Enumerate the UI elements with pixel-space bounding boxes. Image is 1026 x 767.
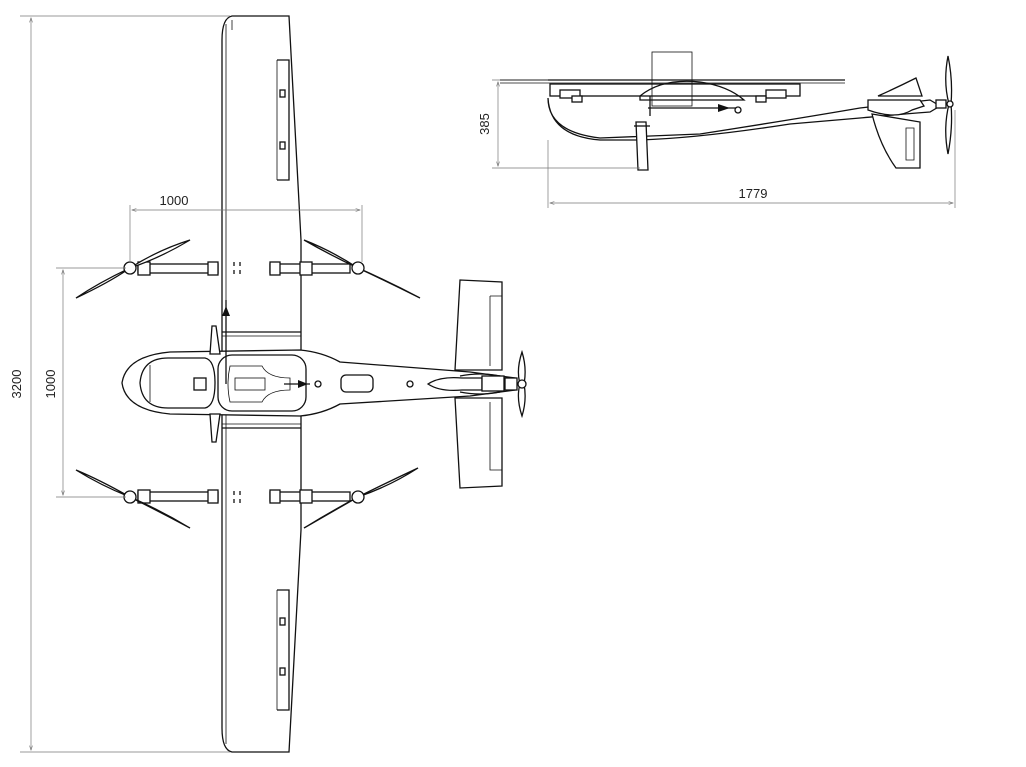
rotor-front-left xyxy=(75,239,191,299)
side-view: 385 1779 xyxy=(477,51,956,208)
dimension-rotor-longitudinal: 1000 xyxy=(43,267,126,498)
side-length-label: 1779 xyxy=(739,186,768,201)
rotor-booms xyxy=(137,261,351,504)
rotor-front-right xyxy=(303,239,421,299)
side-height-label: 385 xyxy=(477,113,492,135)
tail xyxy=(454,279,503,489)
dimension-rotor-lateral: 1000 xyxy=(129,193,363,262)
fuselage xyxy=(121,300,518,417)
top-view: 3200 1000 1000 xyxy=(9,15,527,753)
rotor-rear-right xyxy=(303,467,419,529)
rotor-lateral-label: 1000 xyxy=(160,193,189,208)
rotor-longitudinal-label: 1000 xyxy=(43,370,58,399)
dimension-side-length: 1779 xyxy=(547,110,956,208)
wingspan-label: 3200 xyxy=(9,370,24,399)
dimension-side-height: 385 xyxy=(477,79,640,169)
pusher-propeller xyxy=(517,349,527,419)
dimension-wingspan: 3200 xyxy=(9,15,230,753)
